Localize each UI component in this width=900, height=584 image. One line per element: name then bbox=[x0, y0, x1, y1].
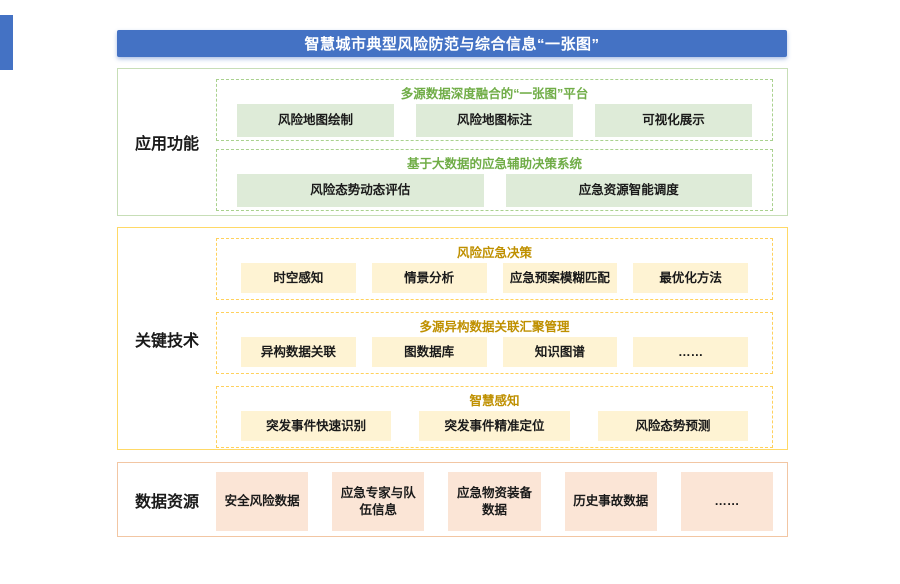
feature-row: 突发事件快速识别 突发事件精准定位 风险态势预测 bbox=[217, 409, 772, 441]
diagram-title: 智慧城市典型风险防范与综合信息“一张图” bbox=[304, 36, 600, 53]
feature-box: 风险态势预测 bbox=[597, 411, 748, 441]
section-data-resources: 数据资源 安全风险数据 应急专家与队伍信息 应急物资装备数据 历史事故数据 …… bbox=[117, 462, 788, 537]
feature-box: 知识图谱 bbox=[502, 337, 618, 367]
feature-box: 突发事件快速识别 bbox=[241, 411, 392, 441]
feature-box: 图数据库 bbox=[371, 337, 487, 367]
feature-box: 安全风险数据 bbox=[216, 472, 309, 531]
section-content: 多源数据深度融合的“一张图”平台 风险地图绘制 风险地图标注 可视化展示 基于大… bbox=[216, 69, 773, 215]
group-decision-support-system: 基于大数据的应急辅助决策系统 风险态势动态评估 应急资源智能调度 bbox=[216, 149, 773, 211]
feature-box: 情景分析 bbox=[371, 263, 487, 293]
left-accent-bar bbox=[0, 15, 13, 70]
feature-box: 风险地图标注 bbox=[416, 104, 573, 137]
group-title: 风险应急决策 bbox=[456, 246, 532, 260]
section-key-technologies: 关键技术 风险应急决策 时空感知 情景分析 应急预案模糊匹配 最优化方法 多源异… bbox=[117, 227, 788, 450]
feature-row: 风险态势动态评估 应急资源智能调度 bbox=[217, 172, 772, 207]
feature-row: 安全风险数据 应急专家与队伍信息 应急物资装备数据 历史事故数据 …… bbox=[216, 472, 774, 531]
group-title: 智慧感知 bbox=[469, 394, 520, 408]
group-heterogeneous-data-management: 多源异构数据关联汇聚管理 异构数据关联 图数据库 知识图谱 …… bbox=[216, 312, 773, 374]
feature-box: 应急专家与队伍信息 bbox=[332, 472, 425, 531]
feature-box: 应急资源智能调度 bbox=[505, 174, 752, 207]
section-content: 风险应急决策 时空感知 情景分析 应急预案模糊匹配 最优化方法 多源异构数据关联… bbox=[216, 228, 773, 449]
feature-box: …… bbox=[633, 337, 748, 367]
feature-row: 时空感知 情景分析 应急预案模糊匹配 最优化方法 bbox=[217, 261, 772, 293]
section-application-functions: 应用功能 多源数据深度融合的“一张图”平台 风险地图绘制 风险地图标注 可视化展… bbox=[117, 68, 788, 216]
group-onemap-platform: 多源数据深度融合的“一张图”平台 风险地图绘制 风险地图标注 可视化展示 bbox=[216, 79, 773, 141]
feature-box: 应急物资装备数据 bbox=[448, 472, 541, 531]
feature-box: 历史事故数据 bbox=[564, 472, 657, 531]
feature-box: 异构数据关联 bbox=[241, 337, 356, 367]
group-title: 多源异构数据关联汇聚管理 bbox=[419, 320, 570, 334]
feature-box: 最优化方法 bbox=[633, 263, 748, 293]
feature-box: 风险态势动态评估 bbox=[237, 174, 484, 207]
section-content: 安全风险数据 应急专家与队伍信息 应急物资装备数据 历史事故数据 …… bbox=[216, 463, 774, 536]
group-title: 基于大数据的应急辅助决策系统 bbox=[406, 157, 582, 171]
feature-box: 应急预案模糊匹配 bbox=[502, 263, 618, 293]
section-label-application-functions: 应用功能 bbox=[134, 136, 199, 153]
feature-box: 可视化展示 bbox=[595, 104, 752, 137]
feature-row: 风险地图绘制 风险地图标注 可视化展示 bbox=[217, 102, 772, 137]
feature-box: …… bbox=[680, 472, 774, 531]
group-smart-perception: 智慧感知 突发事件快速识别 突发事件精准定位 风险态势预测 bbox=[216, 386, 773, 448]
feature-row: 异构数据关联 图数据库 知识图谱 …… bbox=[217, 335, 772, 367]
group-risk-emergency-decision: 风险应急决策 时空感知 情景分析 应急预案模糊匹配 最优化方法 bbox=[216, 238, 773, 300]
feature-box: 突发事件精准定位 bbox=[419, 411, 570, 441]
group-title: 多源数据深度融合的“一张图”平台 bbox=[400, 87, 589, 101]
section-label-data-resources: 数据资源 bbox=[134, 493, 199, 511]
feature-box: 时空感知 bbox=[241, 263, 356, 293]
section-label-key-technologies: 关键技术 bbox=[134, 332, 199, 350]
diagram-title-bar: 智慧城市典型风险防范与综合信息“一张图” bbox=[117, 30, 787, 57]
feature-box: 风险地图绘制 bbox=[237, 104, 394, 137]
